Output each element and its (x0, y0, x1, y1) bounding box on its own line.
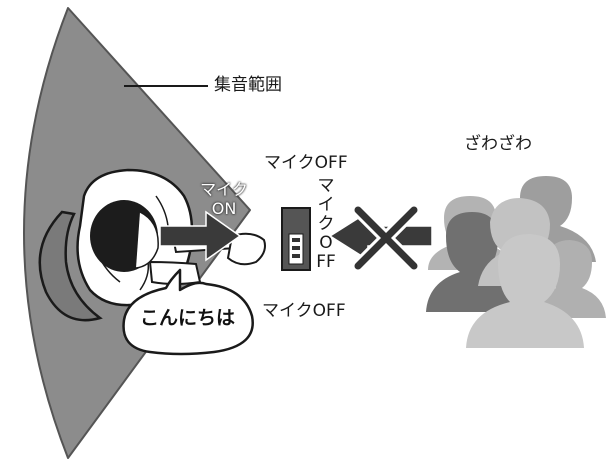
noisy-crowd-label: ざわざわ (464, 134, 532, 154)
cross-mark-icon (351, 203, 421, 273)
mic-on-label: マイク (200, 180, 248, 199)
microphone-device-icon (281, 207, 311, 271)
speech-direction-arrow (159, 210, 242, 262)
speech-bubble-text: こんにちは (140, 307, 236, 329)
speech-bubble-icon (122, 268, 254, 356)
mic-off-vertical-label: マイクOFF (316, 176, 336, 272)
mic-off-bottom-label: マイクOFF (262, 301, 346, 321)
mic-off-top-label: マイクOFF (264, 153, 348, 173)
pickup-range-label: 集音範囲 (214, 75, 282, 95)
people-group-icon (426, 176, 606, 348)
mic-on-state-label: ON (211, 199, 237, 218)
